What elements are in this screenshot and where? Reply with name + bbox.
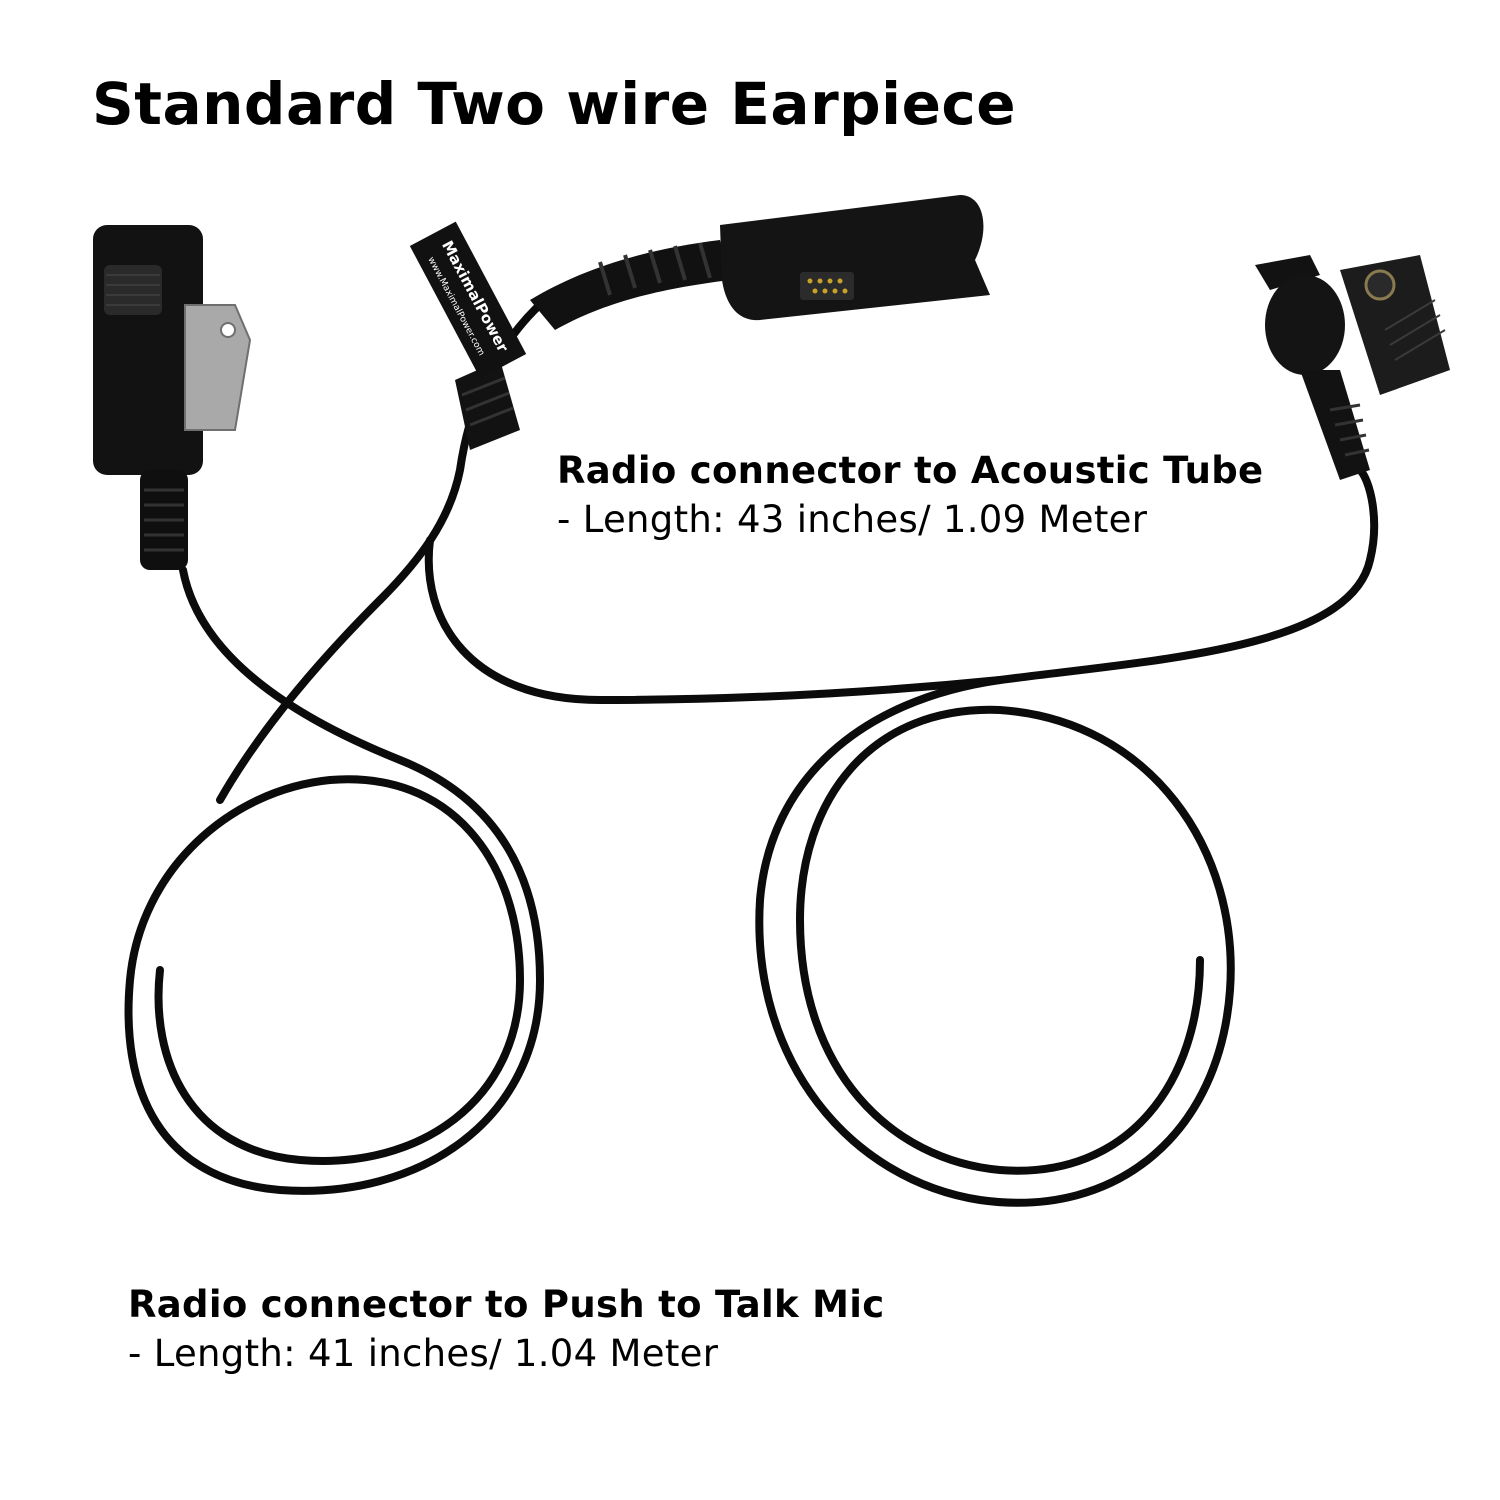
acoustic-tube-heading: Radio connector to Acoustic Tube [557,449,1264,492]
push-to-talk-heading: Radio connector to Push to Talk Mic [128,1283,885,1326]
acoustic-tube-length: - Length: 43 inches/ 1.09 Meter [557,498,1148,542]
push-to-talk-length: - Length: 41 inches/ 1.04 Meter [128,1332,719,1376]
ptt-cable [124,566,545,1195]
acoustic-tube-earpiece [1255,255,1450,480]
cables [124,296,1379,1207]
radio-connector [530,195,990,330]
cable-strain-relief [455,360,520,450]
page-title: Standard Two wire Earpiece [92,70,1017,138]
brand-cable-tag: MaximalPower www.MaximalPower.com [409,221,527,379]
right-coil [755,676,1235,1207]
metal-clip [184,304,252,431]
push-to-talk-mic [93,225,203,570]
acoustic-tube-callout: Radio connector to Acoustic Tube - Lengt… [557,448,1263,546]
push-to-talk-callout: Radio connector to Push to Talk Mic - Le… [128,1282,884,1380]
